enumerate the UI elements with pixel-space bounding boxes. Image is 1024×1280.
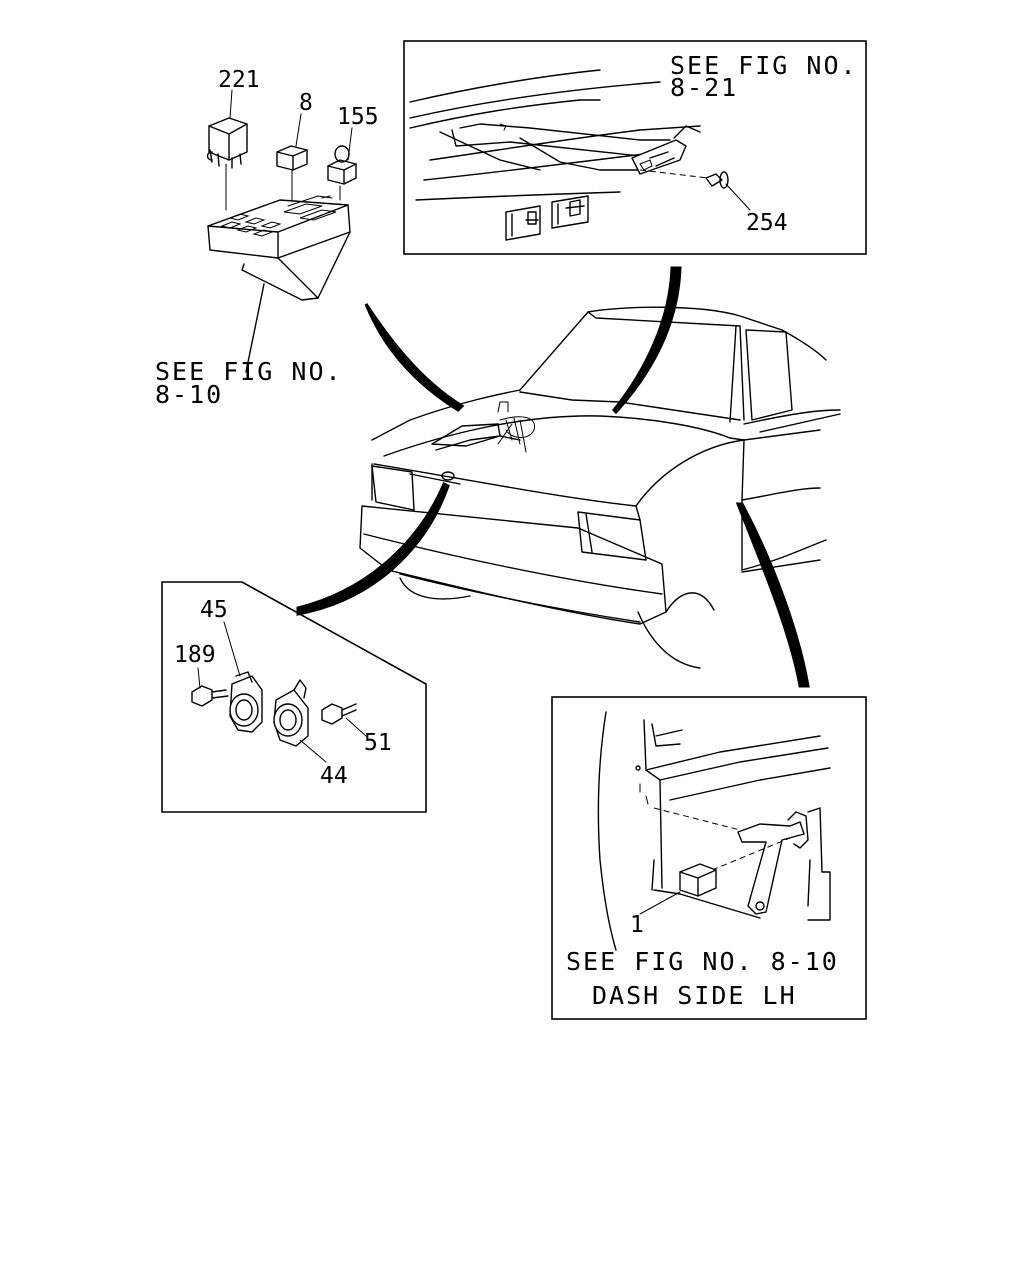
- relay-8: [276, 145, 308, 171]
- inset-top-right-drawing: [409, 69, 751, 241]
- ref-top-right-line2: 8-21: [670, 73, 738, 102]
- pointer-arc-2: [611, 266, 682, 415]
- relay-box-assembly: [206, 117, 357, 373]
- callout-189: 189: [174, 642, 216, 668]
- ref-bottom-right-line2: DASH SIDE LH: [592, 981, 797, 1010]
- dash-side-drawing: [597, 711, 831, 951]
- callout-45: 45: [200, 597, 228, 623]
- callout-1: 1: [630, 912, 644, 938]
- truck-illustration: [359, 306, 841, 669]
- ref-top-left-line1: SEE FIG NO.: [155, 357, 343, 386]
- relay-221: [206, 117, 248, 169]
- callout-254: 254: [746, 210, 788, 236]
- inset-top-right-frame: [403, 40, 867, 255]
- junction-box: [207, 195, 351, 373]
- callout-155: 155: [337, 104, 379, 130]
- callout-221: 221: [218, 67, 260, 93]
- callout-51: 51: [364, 730, 392, 756]
- fuse-155: [327, 145, 357, 185]
- ref-top-right-line1: SEE FIG NO.: [670, 51, 858, 80]
- ref-bottom-right-line1: SEE FIG NO. 8-10: [566, 947, 839, 976]
- inset-dash-side-frame: [551, 696, 867, 1020]
- horn-assembly: [191, 671, 357, 747]
- pointer-arc-3: [296, 481, 450, 616]
- pointer-arc-4: [735, 502, 810, 688]
- pointer-arc-1: [364, 303, 465, 412]
- ref-top-left-line2: 8-10: [155, 380, 223, 409]
- callout-8: 8: [299, 90, 313, 116]
- callout-44: 44: [320, 763, 348, 789]
- inset-horn-frame: [161, 581, 427, 813]
